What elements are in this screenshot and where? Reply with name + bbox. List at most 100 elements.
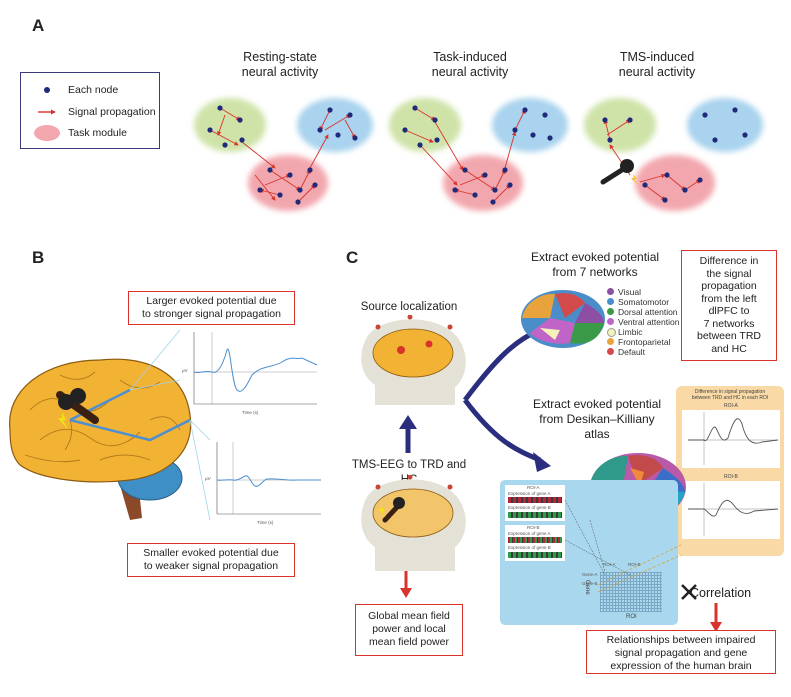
network-label: Visual xyxy=(618,287,641,297)
head-source-localization xyxy=(361,315,466,405)
brain-7-networks xyxy=(521,290,605,348)
propagation-line-lower xyxy=(69,418,191,442)
node xyxy=(472,192,478,198)
edge xyxy=(299,184,316,201)
roi-a-plot xyxy=(682,410,780,468)
propagation-line-upper xyxy=(69,388,131,422)
node xyxy=(507,182,513,188)
node xyxy=(607,137,613,143)
tms-coil xyxy=(393,497,405,509)
module-red-3 xyxy=(635,155,715,211)
electrode-icon xyxy=(375,484,381,490)
multiply-icon xyxy=(681,584,697,600)
node xyxy=(642,182,648,188)
top-evoked-potential-svg xyxy=(193,332,318,405)
network-label: Ventral attention xyxy=(618,317,680,327)
node xyxy=(277,192,283,198)
somatomotor-dot xyxy=(607,298,614,305)
node xyxy=(295,199,301,205)
larger-evoked-potential-box: Larger evoked potential due to stronger … xyxy=(128,291,295,325)
node xyxy=(434,137,440,143)
node xyxy=(732,107,738,113)
edge xyxy=(684,179,701,191)
extract-7-networks-title: Extract evoked potential from 7 networks xyxy=(510,250,680,280)
module-green-1 xyxy=(194,98,266,152)
roi-a-label: ROI-A xyxy=(724,403,738,409)
edge xyxy=(209,129,239,146)
tms-coil-right xyxy=(70,388,86,404)
frontoparietal-dot xyxy=(607,338,614,345)
legend-propagation-label: Signal propagation xyxy=(68,106,156,118)
edge xyxy=(309,134,329,169)
module-blue-3 xyxy=(687,98,763,152)
node xyxy=(287,172,293,178)
panel-b-letter: B xyxy=(32,248,45,267)
edge xyxy=(644,184,666,201)
edge xyxy=(606,119,631,136)
source-dot xyxy=(425,340,433,348)
roi-b-gene-card: ROI-B Expression of gene A Expression of… xyxy=(505,525,565,561)
network-legend: Visual Somatomotor Dorsal attention Vent… xyxy=(607,287,687,367)
source-dot xyxy=(397,346,405,354)
node xyxy=(239,137,245,143)
tms-induced-title: TMS-induced neural activity xyxy=(618,50,696,79)
module-green-3 xyxy=(584,98,656,152)
edge xyxy=(464,169,496,191)
node xyxy=(297,187,303,193)
region xyxy=(555,293,585,318)
roi-b-label: ROI-B xyxy=(724,474,738,480)
brain-illustration xyxy=(9,329,211,521)
gyrus xyxy=(99,454,151,461)
brain-source xyxy=(372,328,454,378)
matrix-roi-a-label: ROI-A xyxy=(603,562,616,567)
dorsal-attention-dot xyxy=(607,308,614,315)
top-y-label: μV xyxy=(182,368,188,373)
gyrus xyxy=(64,419,73,451)
edge xyxy=(269,169,301,191)
edge xyxy=(344,119,356,139)
expr-a-label: Expression of gene A xyxy=(508,491,551,496)
arrow-to-dk xyxy=(463,398,541,463)
gyrus xyxy=(39,429,141,447)
expression-bar-b xyxy=(508,552,562,558)
node xyxy=(207,127,213,133)
edge xyxy=(241,141,276,169)
edge xyxy=(319,109,331,131)
bottom-evoked-potential-plot: μV Time (s) xyxy=(205,440,325,528)
edge xyxy=(514,109,526,131)
node xyxy=(257,187,263,193)
ventral-attention-dot xyxy=(607,318,614,325)
node xyxy=(347,112,353,118)
electrode-icon xyxy=(375,324,381,330)
bottom-y-label: μV xyxy=(205,476,211,481)
gyrus xyxy=(59,371,96,380)
roi-a-trace xyxy=(688,418,779,444)
roi-b-card-label: ROI-B xyxy=(527,525,540,530)
gene-axis-label: Gene xyxy=(584,580,590,595)
extract-7-text: Extract evoked potential from 7 networks xyxy=(530,250,660,279)
extract-dk-title: Extract evoked potential from Desikan–Ki… xyxy=(532,397,662,441)
node xyxy=(312,182,318,188)
gmfp-box: Global mean field power and local mean f… xyxy=(355,604,463,656)
expr-a-label: Expression of gene A xyxy=(508,531,551,536)
node xyxy=(412,105,418,111)
edge xyxy=(324,114,351,131)
node xyxy=(402,127,408,133)
expression-bar-a xyxy=(508,537,562,543)
node xyxy=(682,187,688,193)
task-induced-network xyxy=(389,98,568,211)
node xyxy=(352,135,358,141)
dash-line xyxy=(597,554,682,593)
tms-coil-left xyxy=(58,394,74,410)
gene-roi-matrix xyxy=(600,572,662,612)
edge xyxy=(419,144,458,186)
lightning-icon xyxy=(58,412,68,430)
map-line xyxy=(564,499,606,576)
node xyxy=(502,167,508,173)
map-line xyxy=(589,519,606,573)
node xyxy=(742,132,748,138)
top-x-label: Time (s) xyxy=(242,410,259,415)
panel-c-letter: C xyxy=(346,248,359,267)
bottom-x-label: Time (s) xyxy=(257,520,274,525)
roi-b-trace xyxy=(688,499,779,517)
